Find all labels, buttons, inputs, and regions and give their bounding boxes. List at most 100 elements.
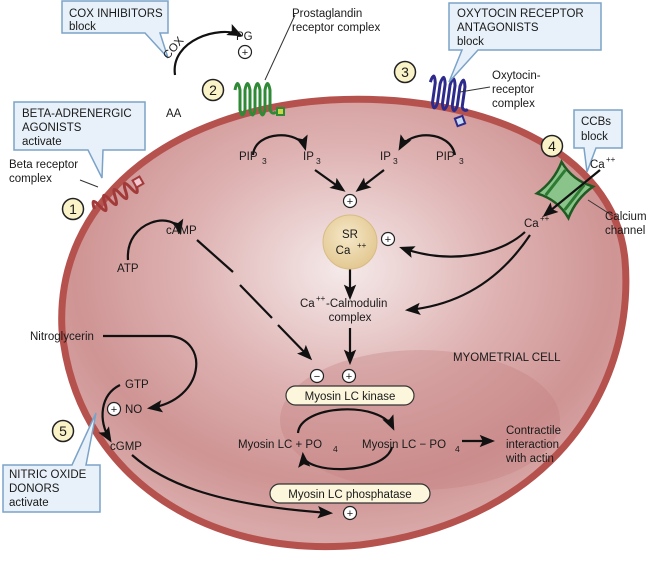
svg-text:3: 3 [316,156,321,166]
arrow-ca-entry [542,169,601,217]
callout-nitric: NITRIC OXIDE DONORS activate [2,412,101,513]
calcium-leader [587,199,614,217]
arrow-nitroglycerin-to-no [103,334,198,413]
calcium-channel [534,159,596,221]
callout-oxytocin: OXYTOCIN RECEPTOR ANTAGONISTS block [448,2,602,83]
myosin-lc-dephosphorylated-label: Myosin LC + PO 4 [238,439,338,454]
atp-label: ATP [117,263,139,275]
contractile-label: Contractile [506,425,561,437]
svg-text:+: + [347,508,353,520]
svg-text:++: ++ [316,294,326,303]
svg-text:++: ++ [606,155,616,164]
arrow-atp-to-camp [126,218,184,261]
svg-text:3: 3 [393,156,398,166]
svg-text:PIP: PIP [436,151,455,163]
svg-text:activate: activate [9,497,49,509]
svg-text:COX INHIBITORS: COX INHIBITORS [69,8,163,20]
cell-shading [280,350,560,490]
arrow-ip3-left-to-plus [314,169,346,192]
prostaglandin-receptor [233,82,285,117]
step-number-2: 2 [201,78,225,102]
calmodulin-complex-label: Ca ++ -Calmodulin complex [300,294,387,324]
beta-receptor [91,175,145,213]
contractile-label-2: interaction [506,439,559,451]
callout-beta: BETA-ADRENERGIC AGONISTS activate [13,101,146,179]
aa-label: AA [166,108,182,120]
svg-text:block: block [69,21,96,33]
minus-sign-kinase [309,368,325,384]
arrow-phosphorylation [296,408,395,434]
beta-receptor-label-2: complex [9,173,52,185]
svg-text:4: 4 [548,138,556,154]
svg-text:OXYTOCIN RECEPTOR: OXYTOCIN RECEPTOR [457,8,584,20]
svg-text:3: 3 [459,156,464,166]
svg-text:Myosin LC + PO: Myosin LC + PO [238,439,322,451]
callout-cox: COX INHIBITORS block [61,0,169,59]
plus-sign-kinase [341,368,357,384]
svg-text:CCBs: CCBs [581,116,611,128]
svg-text:Ca: Ca [336,245,351,257]
step-number-3: 3 [393,60,417,84]
calcium-channel-label-2: channel [605,225,645,237]
svg-text:+: + [347,196,353,208]
beta-leader [79,179,99,188]
beta-receptor-label: Beta receptor [9,159,78,171]
plus-sign-no [106,401,122,417]
oxytocin-label-2: receptor [492,84,534,96]
step-number-5: 5 [51,419,75,443]
myosin-lc-kinase: Myosin LC kinase [285,385,415,406]
svg-text:complex: complex [329,312,372,324]
svg-text:DONORS: DONORS [9,483,60,495]
svg-text:NITRIC OXIDE: NITRIC OXIDE [9,469,87,481]
ca-entry-label: Ca++ [590,155,616,171]
svg-text:+: + [111,404,117,416]
prostaglandin-leader [264,14,296,81]
cell-membrane [58,95,630,551]
calcium-channel-label: Calcium [605,211,647,223]
prostaglandin-label: Prostaglandin [292,8,362,20]
plus-sign-phosphatase [342,505,358,521]
svg-text:PIP: PIP [239,151,258,163]
cgmp-label: cGMP [110,441,142,453]
myosin-lc-phosphatase: Myosin LC phosphatase [269,483,431,504]
svg-text:ANTAGONISTS: ANTAGONISTS [457,22,539,34]
contractile-label-3: with actin [505,453,554,465]
arrow-cgmp-to-phosphatase [131,454,334,519]
svg-text:Myosin LC phosphatase: Myosin LC phosphatase [288,489,411,501]
pathway-arrows [98,23,601,519]
arrow-ip3-right-to-plus [355,169,385,192]
svg-text:Ca: Ca [590,159,605,171]
svg-text:2: 2 [209,82,217,98]
plus-sign-ip3 [342,193,358,209]
ca-intracellular-label: Ca++ [524,214,550,230]
oxytocin-receptor [428,74,469,128]
svg-text:3: 3 [262,156,267,166]
svg-text:Ca: Ca [524,218,539,230]
svg-text:activate: activate [22,136,62,148]
svg-text:BETA-ADRENERGIC: BETA-ADRENERGIC [22,108,132,120]
arrow-dephosphorylation [298,446,394,471]
svg-text:SR: SR [342,229,358,241]
oxytocin-label-3: complex [492,98,535,110]
svg-text:+: + [346,371,352,383]
prostaglandin-label-2: receptor complex [292,22,380,34]
svg-text:block: block [457,36,484,48]
svg-text:4: 4 [333,444,338,454]
callout-ccb: CCBs block [573,109,623,173]
sarcoplasmic-reticulum: SR Ca ++ [322,214,378,270]
svg-text:++: ++ [357,241,367,250]
arrow-pip3-ip3-right [398,134,457,156]
svg-text:Myosin LC − PO: Myosin LC − PO [362,439,446,451]
svg-text:block: block [581,131,608,143]
arrow-ca-to-calmodulin [404,234,531,315]
svg-text:5: 5 [59,423,67,439]
svg-text:AGONISTS: AGONISTS [22,122,82,134]
step-number-4: 4 [540,134,564,158]
svg-text:4: 4 [455,444,460,454]
svg-text:1: 1 [69,201,77,217]
arrow-pip3-ip3-left [251,134,308,156]
plus-sign-sr [380,231,396,247]
